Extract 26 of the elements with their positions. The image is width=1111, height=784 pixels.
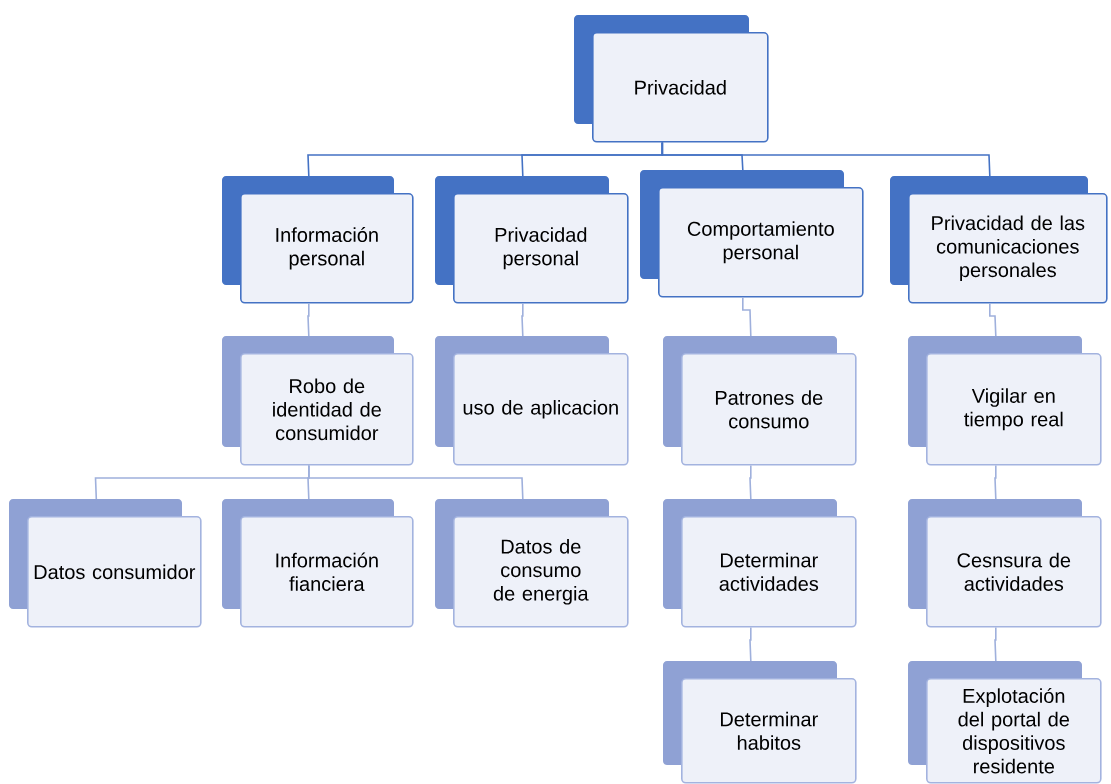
connector-line bbox=[989, 302, 997, 337]
connector-line bbox=[307, 302, 310, 337]
connector-line bbox=[994, 626, 997, 662]
hierarchy-box: Explotación del portal de dispositivos residente bbox=[908, 661, 1102, 784]
connector-line bbox=[521, 302, 524, 337]
hierarchy-box: Cesnsura de actividades bbox=[908, 499, 1102, 628]
connector-line bbox=[742, 296, 752, 337]
hierarchy-box: Patrones de consumo bbox=[663, 336, 857, 466]
hierarchy-box: Determinar actividades bbox=[663, 499, 857, 628]
hierarchy-box: Robo de identidad de consumidor bbox=[222, 336, 414, 466]
connector-line bbox=[749, 626, 752, 662]
hierarchy-box: Privacidad bbox=[574, 15, 769, 143]
hierarchy-box: Información personal bbox=[222, 176, 414, 304]
hierarchy-box: uso de aplicacion bbox=[435, 336, 629, 466]
connector-line bbox=[749, 464, 752, 500]
hierarchy-box: Comportamiento personal bbox=[640, 170, 864, 298]
hierarchy-box: Privacidad de las comunicaciones personales bbox=[890, 176, 1108, 304]
connector-line bbox=[994, 464, 997, 500]
hierarchy-box: Vigilar en tiempo real bbox=[908, 336, 1102, 466]
hierarchy-box: Privacidad personal bbox=[435, 176, 629, 304]
hierarchy-box: Determinar habitos bbox=[663, 661, 857, 784]
hierarchy-box: Datos consumidor bbox=[9, 499, 202, 628]
hierarchy-box: Información fianciera bbox=[222, 499, 414, 628]
hierarchy-box: Datos de consumo de energia bbox=[435, 499, 629, 628]
connector-line bbox=[661, 141, 991, 177]
connector-line bbox=[308, 464, 524, 500]
